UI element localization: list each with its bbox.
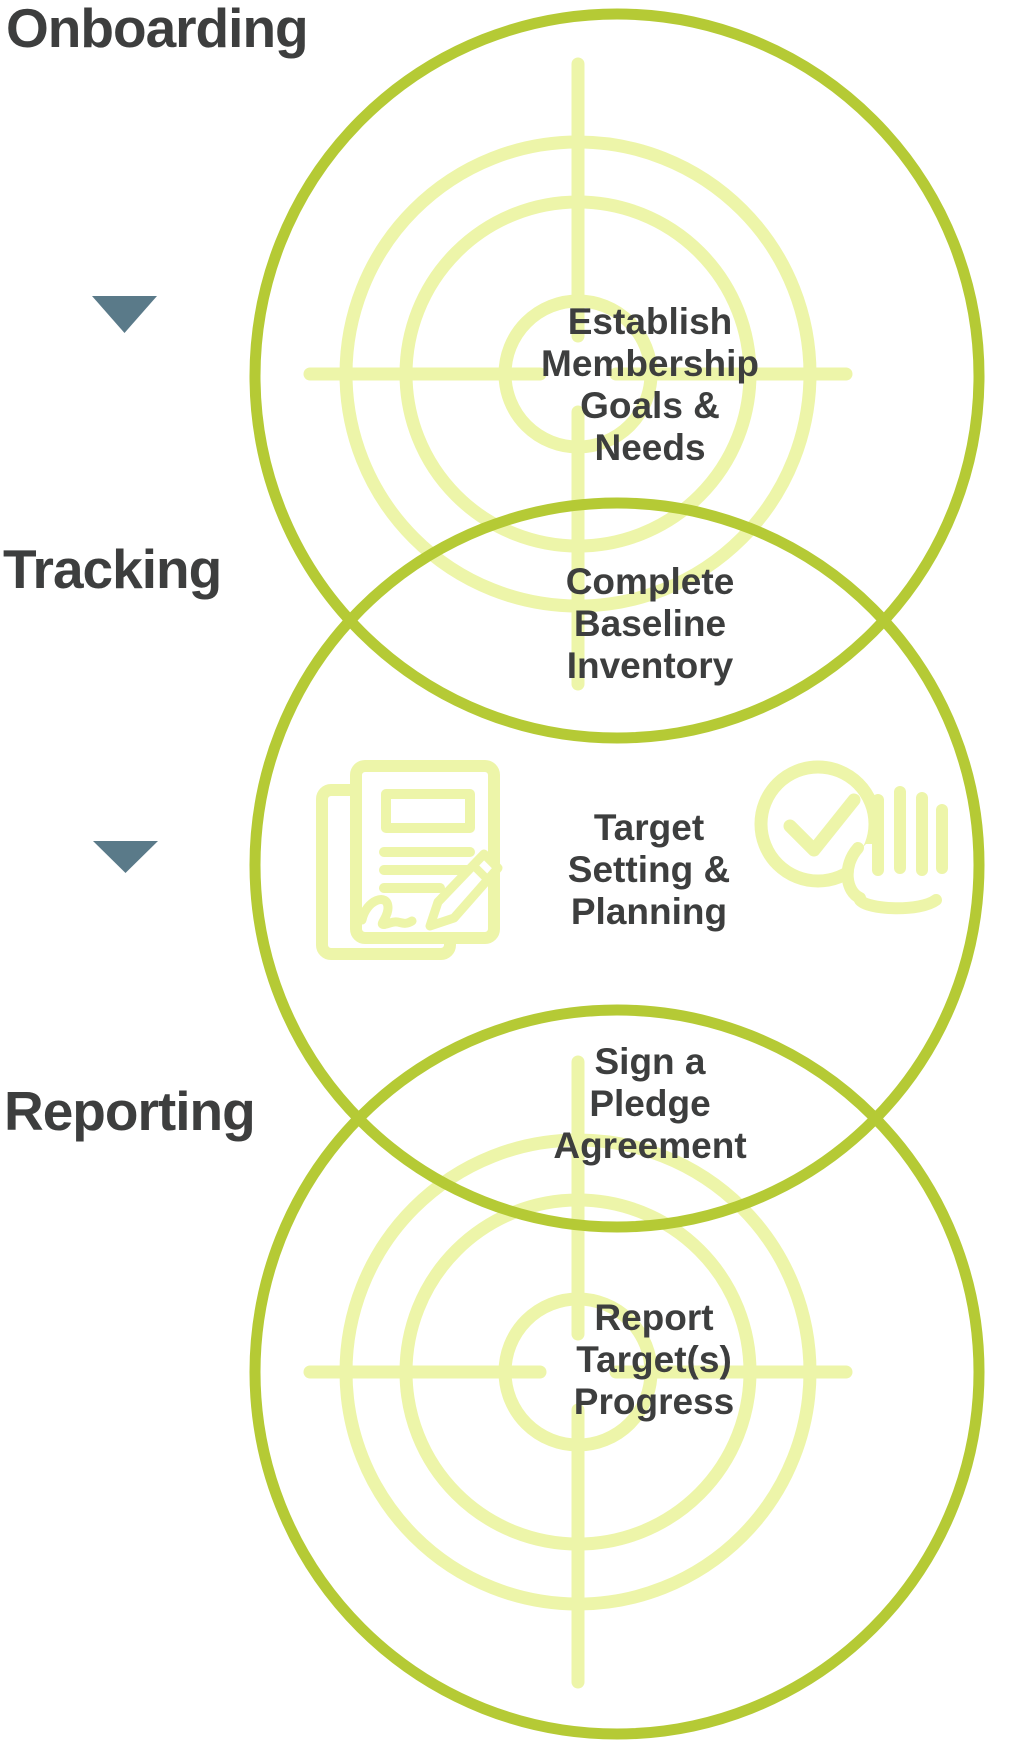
step-report-targets-progress: Report Target(s) Progress [573,1297,735,1422]
circle-reporting [249,1004,985,1740]
step-target-setting-planning: Target Setting & Planning [567,807,731,932]
signed-pledge-document-icon [316,760,503,960]
stage-label-tracking: Tracking [3,538,222,600]
down-arrow-icon [92,296,157,333]
down-arrow-icon [93,841,158,873]
check-mark [783,793,861,857]
pledge-hand-check-icon [754,760,948,915]
stage-label-onboarding: Onboarding [6,0,309,59]
circle-tracking [249,497,985,1233]
step-complete-baseline-inventory: Complete Baseline Inventory [565,561,735,686]
document-header-box [381,789,475,833]
circle-onboarding [249,8,985,744]
step-sign-pledge-agreement: Sign a Pledge Agreement [553,1041,747,1166]
step-establish-membership-goals: Establish Membership Goals & Needs [541,301,759,468]
pencil-band [470,862,491,883]
stage-label-reporting: Reporting [4,1080,256,1142]
signature-squiggle [357,895,417,929]
palm-bottom [854,894,942,915]
